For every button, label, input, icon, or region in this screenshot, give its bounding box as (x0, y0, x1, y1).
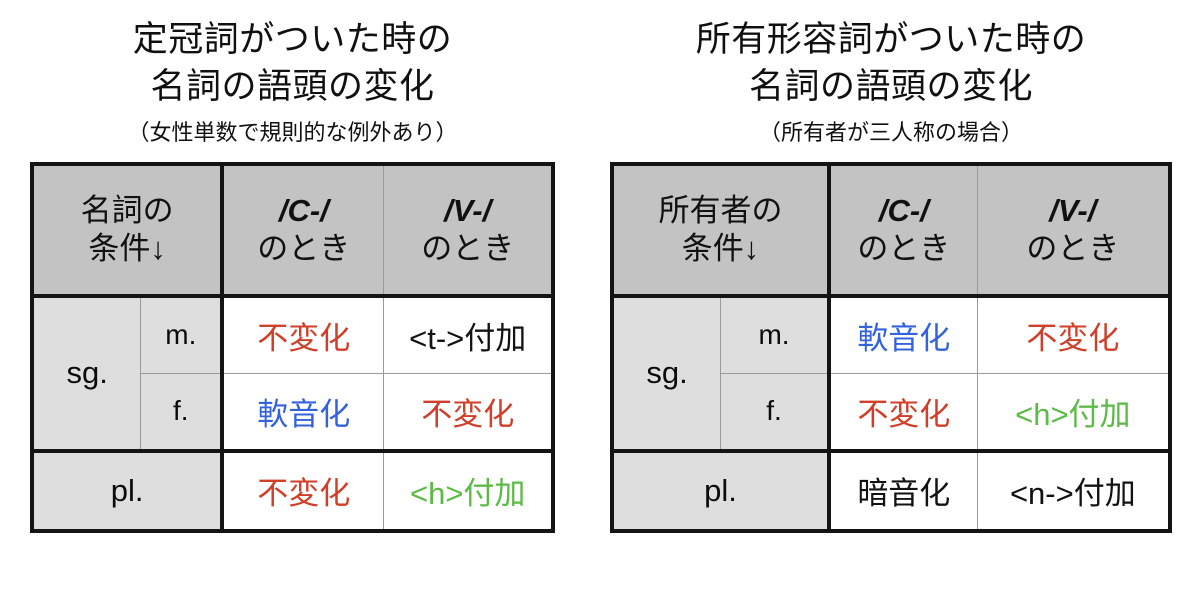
cell-consonant-value: 不変化 (826, 372, 978, 452)
row-label-number: pl. (31, 448, 223, 532)
row-label-gender: f. (140, 372, 223, 452)
panel-title-line1: 所有形容詞がついた時の (695, 20, 1087, 59)
cell-consonant-value: 軟音化 (220, 372, 385, 452)
header-vowel-env: /V-/ (444, 193, 492, 229)
header-consonant-env: /C-/ (278, 193, 329, 229)
cell-vowel-value: <h>付加 (976, 372, 1171, 452)
panel-possessive-adjective: 所有形容詞がついた時の 名詞の語頭の変化 （所有者が三人称の場合） 所有者の 条… (600, 0, 1200, 605)
table-row: pl. 暗音化 <n->付加 (611, 448, 1171, 532)
header-vowel-when: のとき (1026, 230, 1120, 266)
header-vowel-when: のとき (421, 230, 515, 266)
table-row: sg. m. 軟音化 不変化 (611, 295, 1171, 452)
cell-vowel-value: 不変化 (976, 295, 1171, 374)
header-vowel-env: /V-/ (1049, 193, 1097, 229)
cell-vowel-value: <h>付加 (383, 448, 554, 532)
row-label-gender: m. (720, 295, 830, 374)
mutation-table-definite: 名詞の 条件↓ /C-/ のとき /V-/ のとき sg. m. (30, 161, 555, 533)
cell-consonant-value: 暗音化 (826, 448, 978, 532)
cell-vowel-value: <n->付加 (976, 448, 1171, 532)
cell-consonant-value: 不変化 (220, 448, 385, 532)
header-condition-cell: 名詞の 条件↓ (31, 163, 223, 298)
header-vowel-cell: /V-/ のとき (976, 163, 1171, 298)
header-condition-line1: 名詞の (80, 193, 174, 229)
panel-subtitle: （所有者が三人称の場合） (758, 119, 1023, 145)
cell-vowel-value: <t->付加 (383, 295, 554, 374)
header-consonant-when: のとき (257, 230, 351, 266)
header-consonant-when: のとき (857, 230, 951, 266)
table-row: pl. 不変化 <h>付加 (31, 448, 554, 532)
row-label-number: pl. (611, 448, 830, 532)
header-condition-line2: 条件↓ (88, 230, 166, 266)
panel-definite-article: 定冠詞がついた時の 名詞の語頭の変化 （女性単数で規則的な例外あり） 名詞の 条… (30, 18, 555, 533)
panel-title: 所有形容詞がついた時の (696, 18, 1087, 63)
table-row: f. 軟音化 不変化 (32, 372, 554, 452)
panel-title: 定冠詞がついた時の (133, 18, 453, 63)
panel-title-line2-wrap: 名詞の語頭の変化 (150, 65, 434, 110)
header-consonant-env: /C-/ (878, 193, 929, 229)
panel-title-line2-wrap: 名詞の語頭の変化 (749, 65, 1033, 110)
header-consonant-cell: /C-/ のとき (220, 163, 385, 298)
header-condition-line2: 条件↓ (681, 230, 760, 266)
panel-title-line2: 名詞の語頭の変化 (748, 66, 1033, 106)
header-consonant-cell: /C-/ のとき (826, 163, 978, 298)
row-label-number: sg. (31, 295, 142, 452)
table-row: sg. m. 不変化 <t->付加 (31, 295, 554, 452)
header-condition-cell: 所有者の 条件↓ (611, 163, 830, 298)
row-label-number: sg. (611, 295, 722, 452)
cell-consonant-value: 不変化 (220, 295, 385, 374)
table-header-row: 名詞の 条件↓ /C-/ のとき /V-/ のとき (31, 163, 554, 298)
header-vowel-cell: /V-/ のとき (383, 163, 554, 298)
panel-title-line2: 名詞の語頭の変化 (150, 66, 435, 106)
table-header-row: 所有者の 条件↓ /C-/ のとき /V-/ のとき (611, 163, 1171, 298)
table-row: f. 不変化 <h>付加 (612, 372, 1171, 452)
panel-subtitle: （女性単数で規則的な例外あり） (127, 119, 458, 145)
mutation-table-possessive: 所有者の 条件↓ /C-/ のとき /V-/ のとき sg. m. (610, 161, 1172, 533)
row-label-gender: f. (720, 372, 830, 452)
row-label-gender: m. (140, 295, 223, 374)
header-condition-line1: 所有者の (658, 193, 783, 229)
cell-consonant-value: 軟音化 (826, 295, 978, 374)
cell-vowel-value: 不変化 (383, 372, 554, 452)
panel-title-line1: 定冠詞がついた時の (132, 20, 453, 59)
